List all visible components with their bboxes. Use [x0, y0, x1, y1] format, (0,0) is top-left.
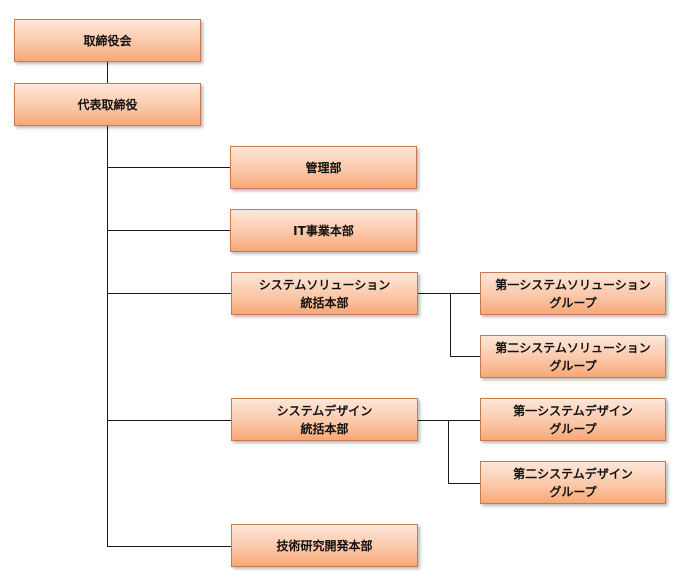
connector-board-to-ceo [107, 62, 108, 83]
connector-solution-branch [417, 293, 480, 294]
org-box-design[interactable]: システムデザイン 統括本部 [231, 398, 418, 441]
org-label-design-group-2: 第二システムデザイン グループ [513, 466, 633, 499]
org-box-rnd[interactable]: 技術研究開発本部 [231, 524, 418, 567]
org-label-rnd: 技術研究開発本部 [276, 538, 373, 553]
org-label-it: IT事業本部 [293, 223, 354, 238]
org-box-design-group-1[interactable]: 第一システムデザイン グループ [480, 398, 666, 441]
connector-it [107, 230, 230, 231]
connector-solution [107, 293, 231, 294]
org-box-solution-group-1[interactable]: 第一システムソリューション グループ [480, 272, 666, 315]
org-box-ceo[interactable]: 代表取締役 [14, 83, 201, 126]
org-label-solution-group-1: 第一システムソリューション グループ [495, 277, 651, 310]
connector-design-vertical [448, 420, 449, 483]
org-box-admin[interactable]: 管理部 [230, 146, 417, 189]
org-label-admin: 管理部 [305, 160, 342, 175]
connector-solution-vertical [450, 293, 451, 356]
org-label-solution: システムソリューション 統括本部 [258, 277, 391, 310]
org-label-ceo: 代表取締役 [77, 97, 138, 112]
connector-design [107, 420, 231, 421]
org-box-solution-group-2[interactable]: 第二システムソリューション グループ [480, 335, 666, 378]
org-label-solution-group-2: 第二システムソリューション グループ [495, 340, 651, 373]
org-box-it[interactable]: IT事業本部 [230, 209, 417, 252]
org-label-board: 取締役会 [83, 33, 132, 48]
org-box-design-group-2[interactable]: 第二システムデザイン グループ [480, 461, 666, 504]
org-label-design-group-1: 第一システムデザイン グループ [513, 403, 633, 436]
org-box-board[interactable]: 取締役会 [14, 19, 201, 62]
connector-rnd [107, 546, 231, 547]
org-label-design: システムデザイン 統括本部 [276, 403, 373, 436]
org-box-solution[interactable]: システムソリューション 統括本部 [231, 272, 418, 315]
connector-solution-group-2 [450, 356, 480, 357]
connector-design-group-2 [448, 483, 480, 484]
connector-admin [107, 167, 230, 168]
connector-main-trunk [107, 125, 108, 546]
